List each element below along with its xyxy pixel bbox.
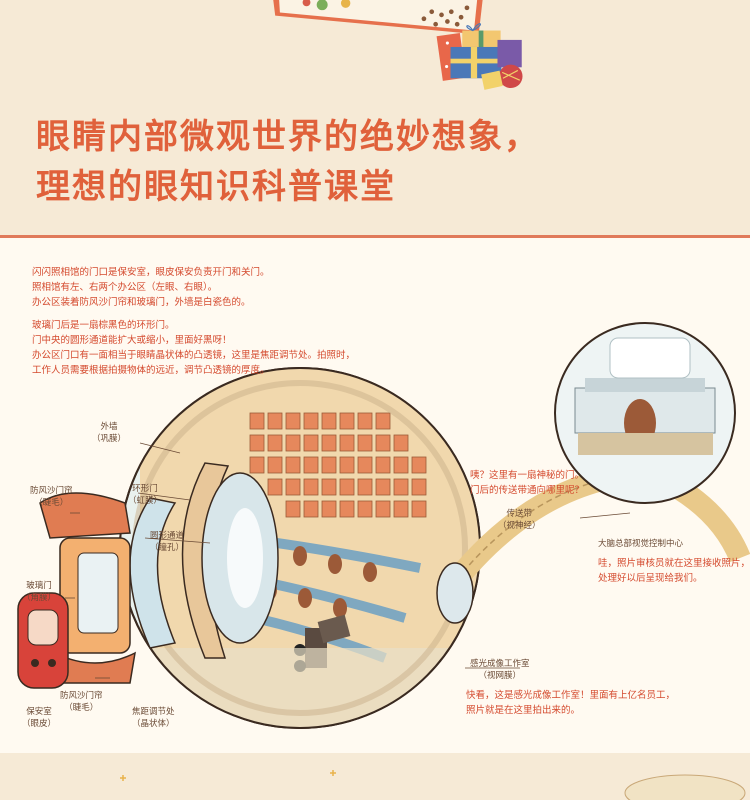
- headline: 眼睛内部微观世界的绝妙想象， 理想的眼知识科普课堂: [36, 112, 540, 212]
- brain-control-room: [554, 322, 736, 504]
- note-brain: 哇，照片审核员就在这里接收照片， 处理好以后呈现给我们。: [598, 556, 750, 586]
- label-subtitle: （角膜）: [22, 593, 57, 603]
- note-line: 快看，这是感光成像工作室！里面有上亿名员工，: [466, 690, 676, 701]
- intro-line: 工作人员需要根据拍摄物体的远近，调节凸透镜的厚度。: [32, 365, 270, 376]
- intro-line: 闪闪照相馆的门口是保安室，眼皮保安负责开门和关门。: [32, 267, 270, 278]
- conveyor-tubes: [436, 467, 750, 624]
- label-subtitle: （视神经）: [498, 521, 541, 531]
- note-line: 照片就是在这里拍出来的。: [466, 705, 581, 716]
- label-title: 传送带: [506, 509, 533, 519]
- headline-line-1: 眼睛内部微观世界的绝妙想象，: [36, 117, 540, 157]
- label-subtitle: （视网膜）: [478, 671, 522, 681]
- label-outer-wall: 外墙 （巩膜）: [92, 421, 126, 445]
- note-line: 处理好以后呈现给我们。: [598, 573, 703, 584]
- label-title: 圆形通道: [150, 531, 185, 541]
- label-title: 感光成像工作室: [470, 659, 530, 669]
- label-title: 防风沙门帘: [60, 691, 103, 701]
- eye-illustration: [17, 322, 750, 729]
- note-door-question: 咦？这里有一扇神秘的门。 门后的传送带通向哪里呢？: [470, 468, 584, 498]
- label-top-curtain: 防风沙门帘 （睫毛）: [30, 485, 73, 509]
- note-line: 哇，照片审核员就在这里接收照片，: [598, 558, 750, 569]
- label-title: 防风沙门帘: [30, 486, 73, 496]
- note-studio: 快看，这是感光成像工作室！里面有上亿名员工， 照片就是在这里拍出来的。: [466, 688, 675, 718]
- label-subtitle: （晶状体）: [132, 719, 175, 729]
- label-title: 焦距调节处: [132, 707, 175, 717]
- top-illustration: [273, 0, 523, 90]
- bottom-decoration: [0, 753, 750, 800]
- intro-paragraph-2: 玻璃门后是一扇棕黑色的环形门。 门中央的圆形通道能扩大或缩小，里面好黑呀！ 办公…: [32, 318, 355, 378]
- label-subtitle: （虹膜）: [128, 496, 163, 506]
- label-title: 外墙: [100, 422, 118, 432]
- label-subtitle: （瞳孔）: [150, 543, 185, 553]
- label-subtitle: （巩膜）: [92, 434, 127, 444]
- label-title: 环形门: [132, 484, 158, 494]
- intro-line: 办公区装着防风沙门帘和玻璃门，外墙是白瓷色的。: [32, 297, 251, 308]
- front-structures: [17, 492, 177, 689]
- label-conveyor: 传送带 （视神经）: [498, 508, 541, 532]
- label-subtitle: （睫毛）: [34, 498, 69, 508]
- label-brain-center: 大脑总部视觉控制中心: [598, 539, 684, 549]
- label-ring-door: 环形门 （虹膜）: [128, 483, 162, 507]
- label-guard-room: 保安室 （眼皮）: [22, 706, 56, 730]
- intro-line: 照相馆有左、右两个办公区（左眼、右眼）。: [32, 282, 218, 293]
- note-line: 咦？这里有一扇神秘的门。: [470, 470, 585, 481]
- intro-line: 办公区门口有一面相当于眼睛晶状体的凸透镜，这里是焦距调节处。拍照时，: [32, 350, 356, 361]
- label-subtitle: （眼皮）: [22, 719, 57, 729]
- intro-line: 门中央的圆形通道能扩大或缩小，里面好黑呀！: [32, 335, 232, 346]
- picture-card: [273, 0, 483, 35]
- header-area: 眼睛内部微观世界的绝妙想象， 理想的眼知识科普课堂: [0, 0, 750, 230]
- intro-paragraph-1: 闪闪照相馆的门口是保安室，眼皮保安负责开门和关门。 照相馆有左、右两个办公区（左…: [32, 265, 270, 310]
- label-title: 保安室: [26, 707, 52, 717]
- leader-lines: [65, 442, 631, 679]
- label-bottom-curtain: 防风沙门帘 （睫毛）: [60, 690, 103, 714]
- ring-door: [181, 462, 279, 659]
- label-glass-door: 玻璃门 （角膜）: [22, 580, 56, 604]
- gift-boxes: [436, 23, 523, 90]
- label-round-channel: 圆形通道 （瞳孔）: [150, 530, 184, 554]
- label-subtitle: （睫毛）: [64, 703, 99, 713]
- note-line: 门后的传送带通向哪里呢？: [470, 485, 585, 496]
- seat-rows: [249, 412, 427, 518]
- intro-line: 玻璃门后是一扇棕黑色的环形门。: [32, 320, 175, 331]
- label-focus: 焦距调节处 （晶状体）: [132, 706, 175, 730]
- headline-line-2: 理想的眼知识科普课堂: [36, 167, 396, 207]
- bottom-illustration: [120, 770, 746, 800]
- label-title: 玻璃门: [26, 581, 52, 591]
- eye-diagram-panel: 闪闪照相馆的门口是保安室，眼皮保安负责开门和关门。 照相馆有左、右两个办公区（左…: [0, 235, 750, 756]
- label-studio: 感光成像工作室 （视网膜）: [470, 658, 530, 682]
